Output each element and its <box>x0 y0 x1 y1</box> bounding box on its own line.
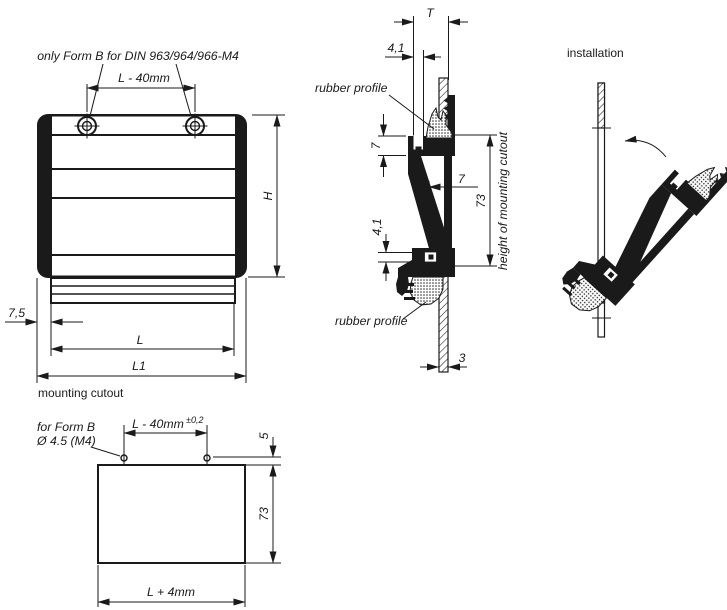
cutout-view: mounting cutout for Form B Ø 4.5 (M4) L … <box>36 386 281 607</box>
section-view: T 4,1 rubber profile rubber profile 7 7 … <box>315 6 510 373</box>
dim-label-length: L <box>137 333 144 347</box>
cutout-hole-right <box>203 451 211 465</box>
dim-label-total-length: L1 <box>132 359 146 373</box>
rubber-label-top: rubber profile <box>315 81 388 95</box>
leader-line <box>402 301 427 320</box>
dim-label-screw-spacing: L - 40mm <box>118 71 170 85</box>
installation-profile <box>552 130 727 328</box>
leader-line <box>90 446 121 457</box>
cutout-hole-left <box>120 451 128 465</box>
dim-label-top-offset: 5 <box>257 432 271 439</box>
dim-label-hole-spacing: L - 40mm <box>132 417 184 431</box>
cutout-note-line1: for Form B <box>37 420 95 434</box>
installation-view: installation <box>552 46 727 338</box>
dim-label-flange-height: 7 <box>369 141 383 149</box>
cutout-title: mounting cutout <box>38 386 124 400</box>
cutout-rectangle <box>97 464 246 564</box>
screw-left <box>74 113 100 139</box>
dim-label-tray-width: 7 <box>458 172 466 186</box>
leader-line <box>175 63 192 117</box>
dim-label-edge-offset: 7,5 <box>8 306 25 320</box>
rubber-label-bottom: rubber profile <box>335 314 408 328</box>
front-view: only Form B for DIN 963/964/966-M4 L - 4… <box>5 49 285 383</box>
dim-label-slot-top: 4,1 <box>387 41 404 55</box>
dim-label-cutout-height: 73 <box>257 507 271 521</box>
dim-label-slot-bottom: 4,1 <box>370 218 384 235</box>
rotation-arrow <box>624 135 667 158</box>
handle-lip <box>50 277 236 304</box>
dim-label-cutout-height: 73 <box>474 194 488 208</box>
dim-label-height: H <box>261 191 275 200</box>
leader-line <box>89 63 104 117</box>
section-profile <box>395 94 456 306</box>
leader-line <box>388 94 435 130</box>
front-note: only Form B for DIN 963/964/966-M4 <box>37 49 239 63</box>
installation-title: installation <box>567 46 624 60</box>
dim-label-hole-spacing-tol: ±0,2 <box>186 415 203 425</box>
dim-label-panel-thickness: 3 <box>459 351 466 365</box>
dim-label-cutout-width: L + 4mm <box>147 585 195 599</box>
screw-right <box>182 113 208 139</box>
cutout-note-line2: Ø 4.5 (M4) <box>36 434 96 448</box>
cutout-height-caption: height of mounting cutout <box>496 131 510 270</box>
dim-label-depth: T <box>426 6 435 20</box>
